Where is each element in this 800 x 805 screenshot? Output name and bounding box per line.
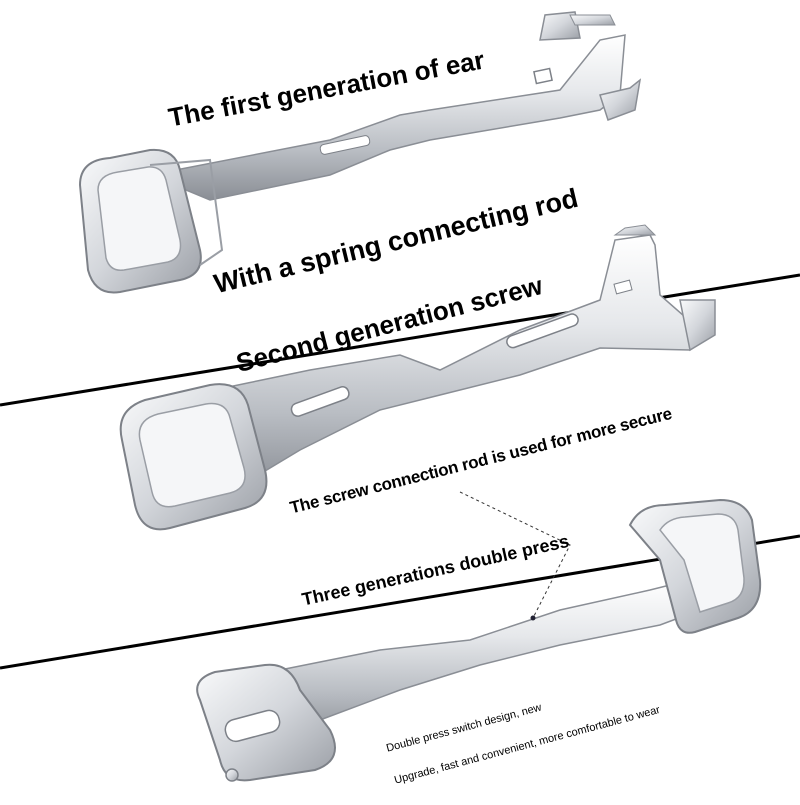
buckle-third-generation [196,491,762,782]
buckle-first-generation [78,11,642,294]
buckle-second-generation [119,224,716,531]
divider-line-1 [0,273,800,407]
